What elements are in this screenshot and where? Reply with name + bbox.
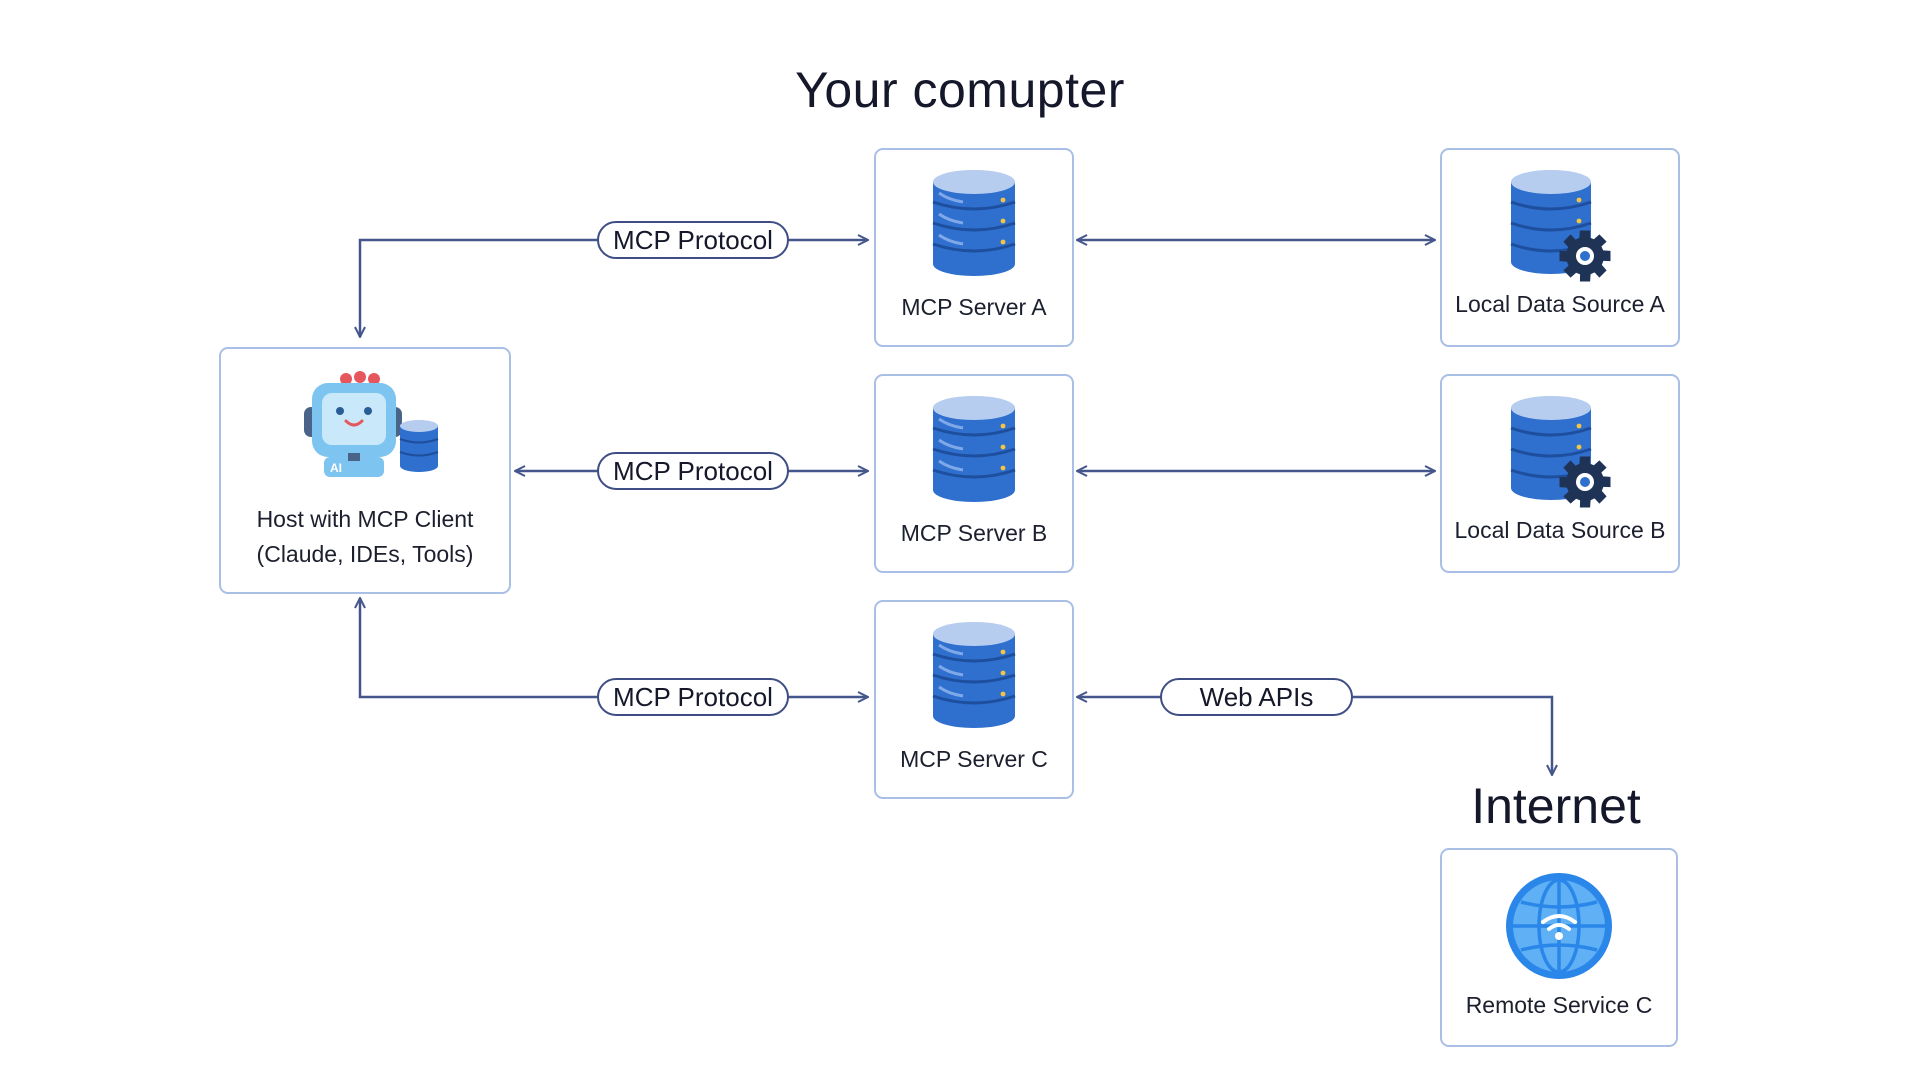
pill-mcp-protocol-b: MCP Protocol [597, 452, 789, 490]
host-label-line2: (Claude, IDEs, Tools) [256, 541, 474, 567]
pill-mcp-protocol-c: MCP Protocol [597, 678, 789, 716]
server-icon [932, 396, 1016, 502]
remote-service-label: Remote Service C [1465, 992, 1653, 1018]
server-b-label: MCP Server B [900, 520, 1048, 546]
server-a-label: MCP Server A [901, 294, 1047, 320]
server-b-card[interactable]: MCP Server B [874, 374, 1074, 573]
data-source-b-card[interactable]: Local Data Source B [1440, 374, 1680, 573]
internet-title: Internet [1471, 778, 1641, 834]
database-gear-icon [1510, 396, 1611, 508]
pill-mcp-protocol-a: MCP Protocol [597, 221, 789, 259]
robot-ai-icon: AI [304, 371, 439, 477]
database-gear-icon [1510, 170, 1611, 282]
globe-wifi-icon [1506, 873, 1612, 979]
remote-service-card[interactable]: Remote Service C [1440, 848, 1678, 1047]
server-a-card[interactable]: MCP Server A [874, 148, 1074, 347]
server-c-card[interactable]: MCP Server C [874, 600, 1074, 799]
host-card[interactable]: AI Host with MCP Client (Claude, IDEs, T… [219, 347, 511, 594]
server-c-label: MCP Server C [900, 746, 1048, 772]
diagram-title: Your comupter [795, 62, 1125, 118]
pill-web-apis: Web APIs [1160, 678, 1353, 716]
data-source-a-label: Local Data Source A [1455, 291, 1665, 317]
data-source-a-card[interactable]: Local Data Source A [1440, 148, 1680, 347]
svg-text:AI: AI [330, 461, 342, 475]
server-icon [932, 170, 1016, 276]
server-icon [932, 622, 1016, 728]
data-source-b-label: Local Data Source B [1454, 517, 1666, 543]
host-label-line1: Host with MCP Client [256, 506, 474, 532]
